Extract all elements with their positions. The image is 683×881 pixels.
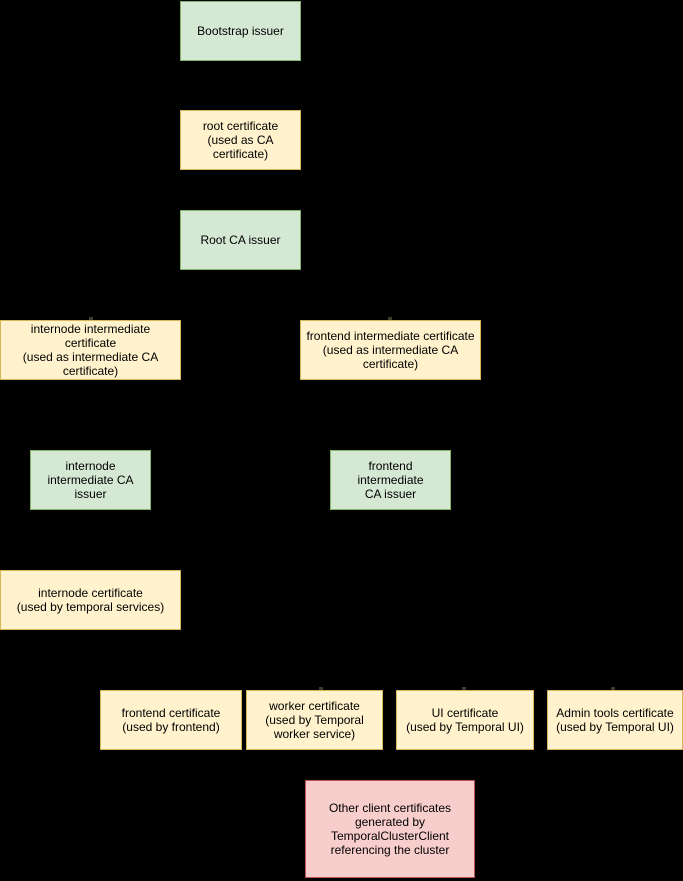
node-label: Other client certificates generated by T… (328, 801, 452, 857)
node-label: root certificate (used as CA certificate… (202, 119, 279, 161)
node-other-client-certificates: Other client certificates generated by T… (305, 780, 475, 878)
node-ui-certificate: UI certificate (used by Temporal UI) (396, 690, 534, 750)
node-bootstrap-issuer: Bootstrap issuer (180, 1, 301, 61)
node-label: worker certificate (used by Temporal wor… (265, 699, 364, 741)
node-label: internode intermediate certificate (used… (22, 322, 159, 378)
node-label: Root CA issuer (200, 233, 281, 247)
arrowhead-remnant (89, 317, 93, 320)
node-label: frontend certificate (used by frontend) (121, 706, 221, 734)
node-label: Bootstrap issuer (197, 24, 284, 38)
node-label: internode intermediate CA issuer (47, 459, 134, 501)
node-label: frontend intermediate certificate (used … (306, 329, 475, 371)
node-internode-intermediate-ca-issuer: internode intermediate CA issuer (30, 450, 151, 510)
arrowhead-remnant (462, 687, 466, 690)
node-root-certificate: root certificate (used as CA certificate… (180, 110, 301, 170)
node-worker-certificate: worker certificate (used by Temporal wor… (246, 690, 383, 750)
arrowhead-remnant (319, 687, 323, 690)
node-label: frontend intermediate CA issuer (357, 459, 424, 501)
node-frontend-intermediate-ca-issuer: frontend intermediate CA issuer (330, 450, 451, 510)
node-frontend-certificate: frontend certificate (used by frontend) (100, 690, 242, 750)
node-admin-tools-certificate: Admin tools certificate (used by Tempora… (547, 690, 683, 750)
node-label: internode certificate (used by temporal … (16, 586, 165, 614)
node-internode-certificate: internode certificate (used by temporal … (0, 570, 181, 630)
node-internode-intermediate-certificate: internode intermediate certificate (used… (0, 320, 181, 380)
node-label: UI certificate (used by Temporal UI) (406, 706, 524, 734)
node-label: Admin tools certificate (used by Tempora… (556, 706, 674, 734)
node-root-ca-issuer: Root CA issuer (180, 210, 301, 270)
node-frontend-intermediate-certificate: frontend intermediate certificate (used … (300, 320, 481, 380)
arrowhead-remnant (388, 317, 392, 320)
arrowhead-remnant (611, 687, 615, 690)
